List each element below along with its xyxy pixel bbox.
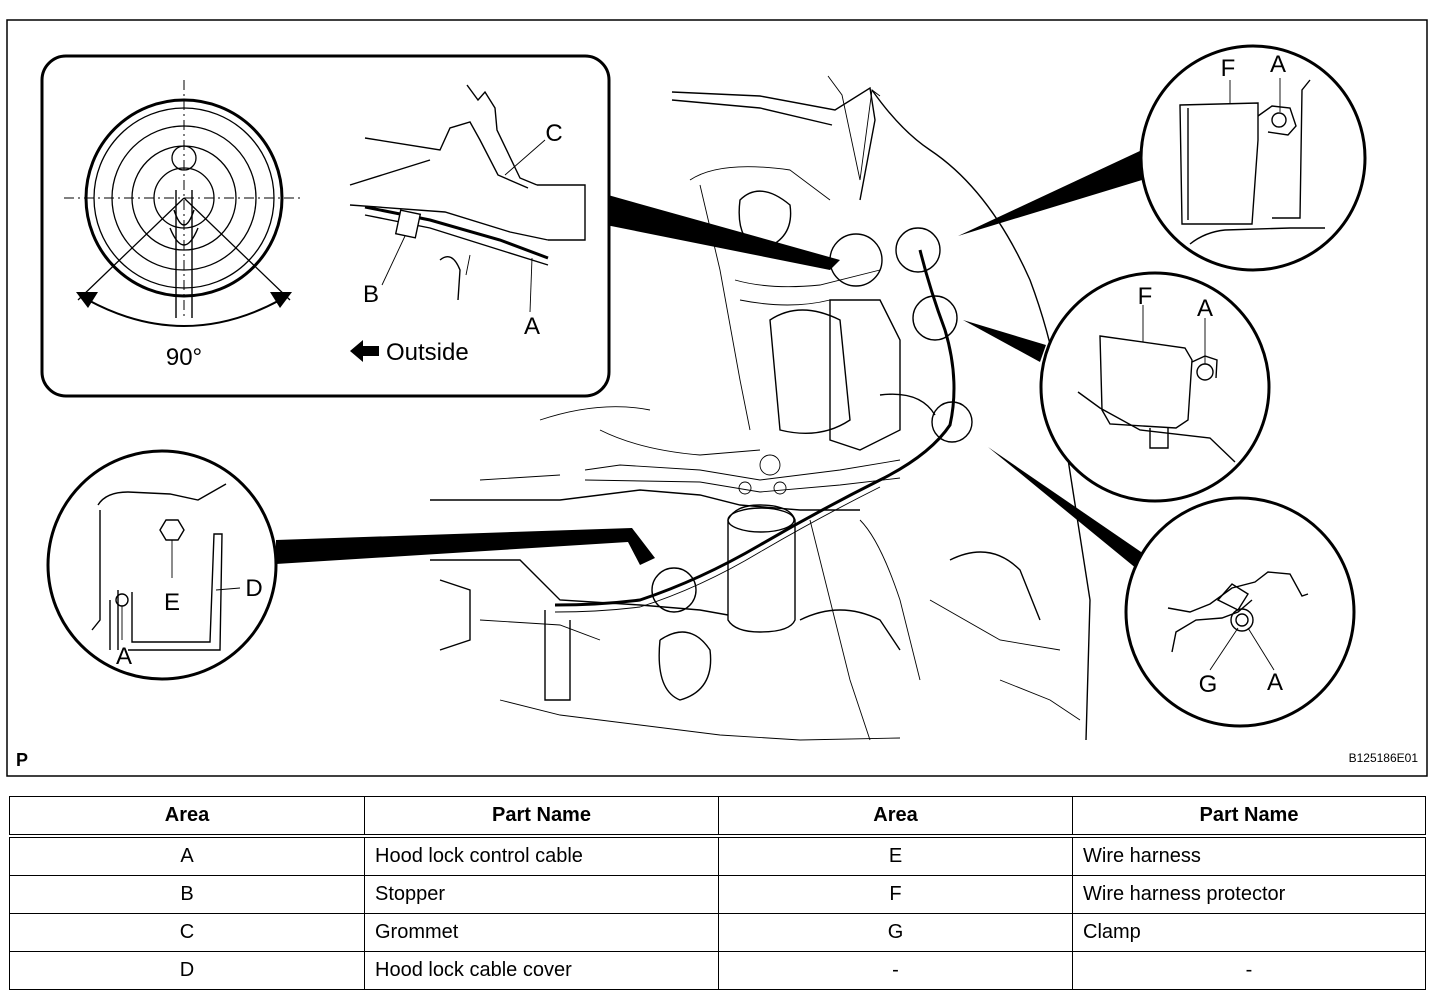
inset-cable-detail xyxy=(349,84,586,313)
table-row: A Hood lock control cable E Wire harness xyxy=(9,835,1426,876)
diagram-canvas: 90° C B A Outside F xyxy=(6,19,1428,777)
part-name-cell: Wire harness xyxy=(1072,835,1426,876)
left-circle-label-e: E xyxy=(164,589,180,616)
mid-circle-label-f: F xyxy=(1138,283,1153,310)
callout-leader xyxy=(988,447,1160,578)
grommet-dial xyxy=(64,80,304,327)
page-marker: P xyxy=(16,750,28,770)
table-row: C Grommet G Clamp xyxy=(9,913,1426,952)
diagram-figure: 90° C B A Outside F xyxy=(6,19,1428,777)
table-row: D Hood lock cable cover - - xyxy=(9,951,1426,990)
arrow-left-icon xyxy=(350,340,379,362)
area-cell: A xyxy=(9,835,365,876)
clamp-circle-label-a: A xyxy=(1267,669,1283,696)
angle-label: 90° xyxy=(166,344,202,371)
callout-leader xyxy=(958,150,1142,236)
mid-circle-label-a: A xyxy=(1197,295,1213,322)
parts-table: Area Part Name Area Part Name A Hood loc… xyxy=(9,796,1426,990)
top-circle-label-f: F xyxy=(1221,55,1236,82)
header-part-name-2: Part Name xyxy=(1072,796,1426,837)
part-name-cell: Clamp xyxy=(1072,913,1426,952)
figure-frame xyxy=(6,19,1428,777)
area-cell: B xyxy=(9,875,365,914)
part-name-cell: Hood lock cable cover xyxy=(364,951,719,990)
table-header-row: Area Part Name Area Part Name xyxy=(9,796,1426,837)
part-name-cell: Wire harness protector xyxy=(1072,875,1426,914)
inset-cable-grommet: 90° C B A Outside xyxy=(40,54,840,398)
top-circle-label-a: A xyxy=(1270,51,1286,78)
table-row: B Stopper F Wire harness protector xyxy=(9,875,1426,914)
callout-clamp: G A xyxy=(988,447,1356,728)
area-cell: E xyxy=(718,835,1073,876)
callout-protector-mid: F A xyxy=(963,271,1271,503)
area-cell: D xyxy=(9,951,365,990)
part-name-cell: Grommet xyxy=(364,913,719,952)
area-cell: F xyxy=(718,875,1073,914)
callout-leader xyxy=(963,320,1046,362)
inset-label-a: A xyxy=(524,313,540,340)
header-area-1: Area xyxy=(9,796,365,837)
part-name-cell: - xyxy=(1072,951,1426,990)
area-cell: G xyxy=(718,913,1073,952)
inset-leader xyxy=(606,195,840,270)
inset-label-b: B xyxy=(363,281,379,308)
callout-leader xyxy=(276,528,655,565)
figure-id: B125186E01 xyxy=(1349,751,1419,765)
area-cell: - xyxy=(718,951,1073,990)
left-circle-label-d: D xyxy=(245,575,262,602)
header-area-2: Area xyxy=(718,796,1073,837)
callout-cable-cover: E D A xyxy=(46,449,655,681)
clamp-circle-label-g: G xyxy=(1199,671,1218,698)
part-name-cell: Hood lock control cable xyxy=(364,835,719,876)
part-name-cell: Stopper xyxy=(364,875,719,914)
area-cell: C xyxy=(9,913,365,952)
header-part-name-1: Part Name xyxy=(364,796,719,837)
inset-label-c: C xyxy=(545,120,562,147)
left-circle-label-a: A xyxy=(116,643,132,670)
callout-protector-top: F A xyxy=(958,44,1367,272)
direction-label: Outside xyxy=(386,339,469,366)
